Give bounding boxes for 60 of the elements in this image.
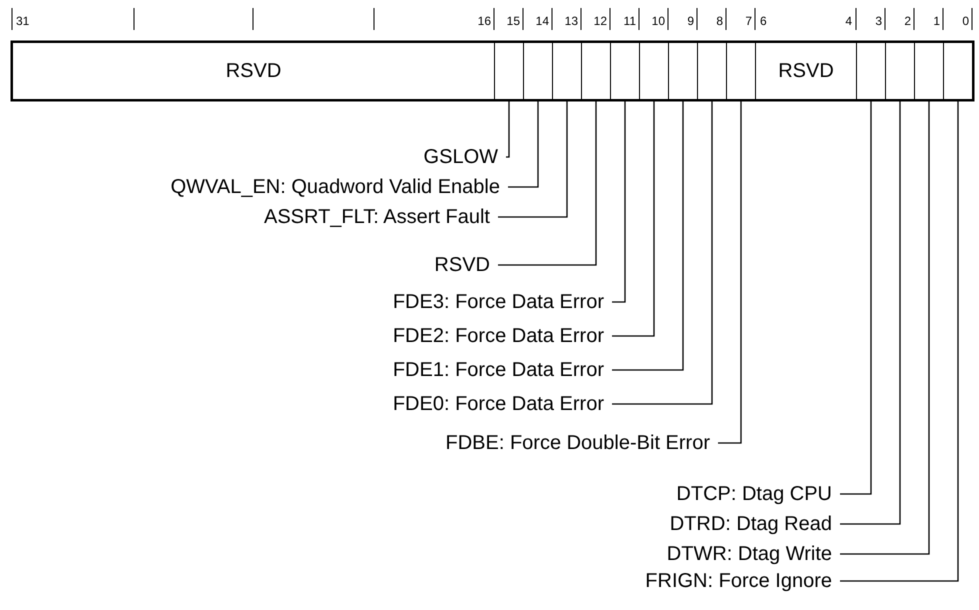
register-field [494,42,524,100]
field-description: FDBE: Force Double-Bit Error [445,431,718,455]
bit-number: 16 [478,14,491,28]
bit-number: 12 [594,14,607,28]
leader-line [612,100,626,303]
bit-number: 2 [904,14,911,28]
register-field [726,42,756,100]
register-field [610,42,640,100]
register-field [581,42,611,100]
leader-line [840,100,901,525]
register-field [552,42,582,100]
register-field [885,42,915,100]
leader-line [840,100,872,495]
leader-line [718,100,742,444]
field-description: DTRD: Dtag Read [670,512,840,536]
register-field [856,42,886,100]
bit-number: 6 [760,14,767,28]
bit-number: 10 [652,14,665,28]
bit-number: 9 [687,14,694,28]
register-field [668,42,698,100]
bit-number: 0 [962,14,969,28]
register-field [697,42,727,100]
leader-line [840,100,959,582]
field-description: FDE2: Force Data Error [392,324,612,348]
field-description: DTWR: Dtag Write [666,542,840,566]
bit-number: 13 [564,14,578,28]
leader-line [612,100,655,337]
register-field [755,42,857,100]
bit-number: 7 [745,14,752,28]
register-field [914,42,944,100]
field-description: FDE0: Force Data Error [392,392,612,416]
bit-number: 3 [875,14,882,28]
leader-line [498,100,568,218]
register-field [639,42,669,100]
leader-line [612,100,684,371]
field-description: FRIGN: Force Ignore [645,569,840,593]
field-description: GSLOW [424,145,506,169]
field-description: ASSRT_FLT: Assert Fault [264,205,498,229]
register-field [523,42,553,100]
bit-number: 31 [16,14,30,28]
field-description: FDE3: Force Data Error [392,290,612,314]
leader-line [508,100,539,188]
leader-line [506,100,510,158]
field-description: RSVD [434,253,498,277]
bit-number: 8 [716,14,723,28]
bit-number: 11 [624,14,636,28]
field-label: RSVD [778,60,834,82]
field-description: DTCP: Dtag CPU [676,482,840,506]
field-description: FDE1: Force Data Error [392,358,612,382]
leader-line [498,100,597,266]
bit-number: 15 [506,14,520,28]
bit-number: 4 [845,14,852,28]
register-field [12,42,495,100]
leader-line [840,100,930,555]
bit-number: 14 [536,14,549,28]
bit-number: 1 [933,14,940,28]
field-description: QWVAL_EN: Quadword Valid Enable [170,175,508,199]
register-field [943,42,973,100]
field-label: RSVD [226,60,282,82]
leader-line [612,100,713,405]
